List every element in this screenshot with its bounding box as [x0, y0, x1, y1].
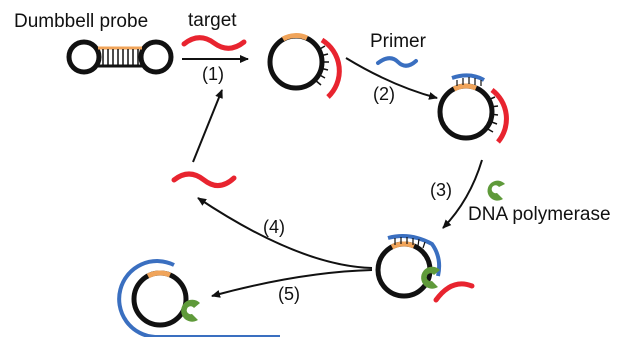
dna-polymerase-label: DNA polymerase — [468, 204, 611, 225]
target-label: target — [188, 10, 237, 31]
recycled-target-strand — [171, 171, 237, 188]
polymerase-bound-icon — [421, 266, 440, 289]
primed-complex — [437, 73, 509, 144]
step-5-label: (5) — [278, 284, 300, 304]
extending-strand — [387, 234, 442, 277]
step-3-label: (3) — [430, 180, 452, 200]
arrow-step-5 — [211, 269, 373, 298]
step-2-label: (2) — [373, 84, 395, 104]
displaced-target — [433, 281, 475, 303]
polymerase-product-icon — [181, 299, 200, 322]
arrow-step-4 — [197, 197, 373, 269]
arrow-step-3 — [442, 159, 483, 229]
dumbbell-probe — [66, 39, 174, 75]
rca-long-strand — [117, 259, 280, 337]
rca-product — [117, 259, 280, 337]
dumbbell-probe-label: Dumbbell probe — [14, 11, 148, 32]
primer-label: Primer — [370, 31, 427, 52]
arrow-recycle — [192, 89, 223, 163]
arrow-step-2 — [345, 57, 438, 100]
circularized-probe — [267, 33, 342, 99]
extension-complex — [375, 234, 475, 303]
polymerase-icon — [487, 180, 505, 201]
primer-strand — [376, 56, 418, 68]
bound-primer — [451, 73, 485, 82]
step-4-label: (4) — [263, 217, 285, 237]
target-strand — [181, 35, 247, 51]
step-1-label: (1) — [202, 64, 224, 84]
bound-target-2 — [490, 87, 509, 144]
bound-target — [320, 37, 342, 99]
